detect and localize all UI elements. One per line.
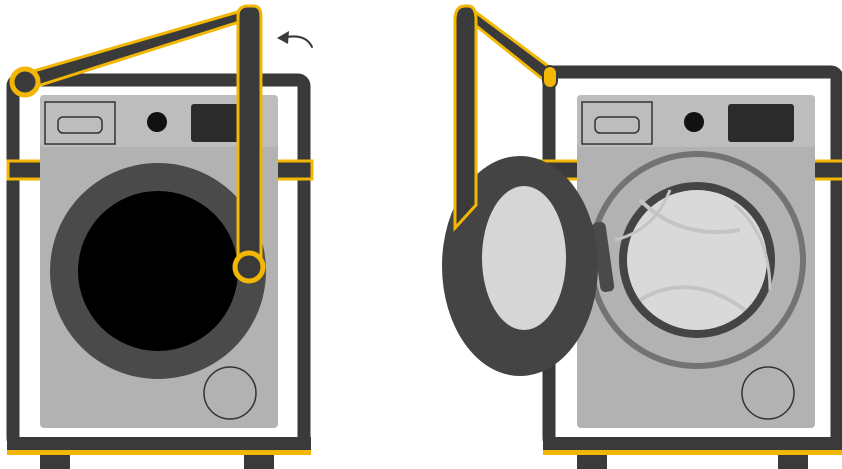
base-rail-right xyxy=(543,437,842,450)
control-knob-right xyxy=(684,112,704,132)
display-right xyxy=(728,104,794,142)
display-left xyxy=(191,104,241,142)
pivot-open-top xyxy=(543,66,557,88)
swing-arm-open-vertical xyxy=(455,6,476,228)
base-rail-left xyxy=(7,437,311,450)
control-knob-left xyxy=(147,112,167,132)
porthole-closed xyxy=(78,191,238,351)
scene-closed xyxy=(7,6,312,469)
drum-glass xyxy=(623,186,771,334)
foot-right-1 xyxy=(577,455,607,469)
pivot-top-left xyxy=(12,69,38,95)
base-rail-accent-right xyxy=(543,450,842,455)
scene-open xyxy=(442,6,842,469)
foot-right-2 xyxy=(778,455,808,469)
swing-arm-vertical xyxy=(238,6,261,258)
curved-arrow-left-icon xyxy=(277,31,312,47)
open-door-glass xyxy=(482,186,566,330)
base-rail-accent-left xyxy=(7,450,311,455)
foot-left-1 xyxy=(40,455,70,469)
pivot-arm-end xyxy=(235,253,263,281)
foot-left-2 xyxy=(244,455,274,469)
